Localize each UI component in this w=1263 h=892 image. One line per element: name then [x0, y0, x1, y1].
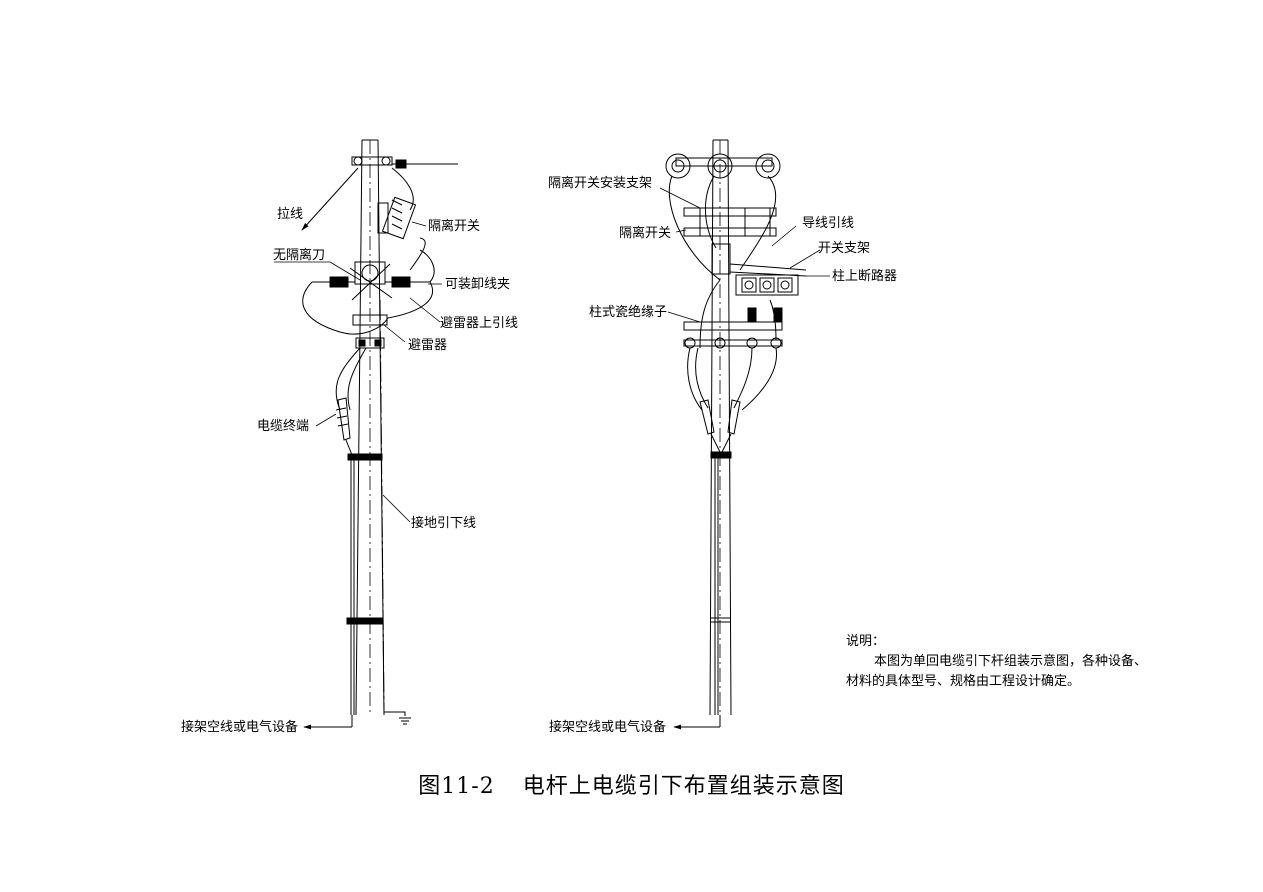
label-cable-terminal: 电缆终端	[257, 418, 309, 434]
figure-title: 电杆上电缆引下布置组装示意图	[522, 774, 845, 799]
label-conductor-lead: 导线引线	[802, 216, 854, 231]
label-left-to-overhead: 接架空线或电气设备	[181, 719, 298, 735]
post-insulator-crossarm	[683, 307, 783, 349]
label-switch-support: 开关支架	[818, 241, 870, 256]
left-cable-terminal	[335, 397, 353, 456]
label-post-insulator: 柱式瓷绝缘子	[589, 304, 667, 320]
label-guy-wire: 拉线	[277, 207, 303, 222]
left-clamp-2	[346, 617, 384, 625]
label-no-isolating-blade: 无隔离刀	[273, 247, 325, 263]
ground-down-lead-line	[379, 299, 385, 711]
pole-breaker	[735, 274, 799, 296]
note-line-1: 本图为单回电缆引下杆组装示意图，各种设备、	[874, 654, 1148, 669]
left-isolating-switch	[377, 167, 417, 240]
right-pole-assembly	[659, 139, 830, 730]
right-cable-terminals	[699, 399, 741, 453]
label-pole-breaker: 柱上断路器	[832, 268, 897, 284]
figure-caption: 图11-2 电杆上电缆引下布置组装示意图	[0, 768, 1263, 800]
label-right-to-overhead: 接架空线或电气设备	[549, 719, 666, 735]
left-top-crossarm	[351, 156, 458, 169]
right-top-crossarm	[665, 153, 781, 179]
arrester-lead-loop	[302, 281, 389, 335]
right-cable-leads	[687, 347, 703, 411]
right-clamp	[710, 451, 732, 459]
note-line-2: 材料的具体型号、规格由工程设计确定。	[846, 674, 1081, 689]
left-arrester	[352, 314, 388, 349]
label-right-isolating-switch: 隔离开关	[619, 225, 671, 241]
left-cable-lead	[335, 347, 361, 411]
label-switch-bracket: 隔离开关安装支架	[548, 175, 652, 191]
explanation-note: 说明： 本图为单回电缆引下杆组装示意图，各种设备、 材料的具体型号、规格由工程设…	[846, 632, 1166, 692]
figure-number: 图11-2	[418, 774, 495, 799]
ground-symbol	[384, 711, 411, 725]
label-left-isolating-switch: 隔离开关	[428, 218, 480, 234]
left-pole-assembly	[274, 139, 458, 730]
right-switch-support	[711, 243, 807, 277]
right-switch-bracket	[683, 207, 777, 237]
left-clamp-1	[347, 453, 383, 461]
left-pole	[355, 139, 385, 716]
label-arrester-lead: 避雷器上引线	[440, 316, 518, 331]
label-ground-down-lead: 接地引下线	[411, 515, 476, 531]
label-detachable-clamp: 可装卸线夹	[445, 276, 510, 292]
left-middle-crossarm	[312, 237, 435, 301]
note-title: 说明：	[846, 634, 886, 649]
label-arrester: 避雷器	[408, 338, 447, 353]
guy-wire-line	[301, 167, 359, 231]
